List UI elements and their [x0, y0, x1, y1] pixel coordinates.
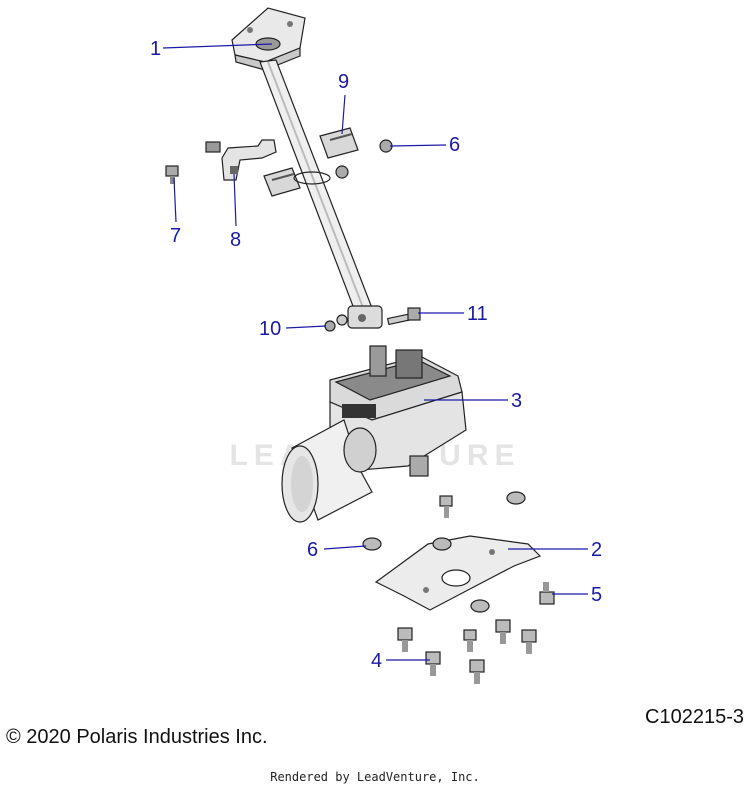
leader-10	[285, 325, 327, 329]
rendered-by-text: Rendered by LeadVenture, Inc.	[270, 770, 480, 784]
leader-6b	[323, 545, 367, 550]
callout-4: 4	[371, 650, 382, 672]
part-bolt-4-set	[397, 619, 537, 684]
part-nut	[324, 314, 348, 332]
leader-7	[173, 177, 177, 223]
part-bolt-11	[386, 307, 421, 326]
drawing-id: C102215-3	[645, 706, 744, 728]
part-grommet-lower	[263, 167, 301, 197]
part-screw-7	[165, 165, 179, 184]
part-small-bolt	[205, 139, 393, 179]
callout-9: 9	[338, 71, 349, 93]
callout-2: 2	[591, 539, 602, 561]
part-grommet-upper	[319, 127, 359, 159]
callout-11: 11	[467, 303, 488, 325]
callout-7: 7	[170, 225, 181, 247]
callout-10: 10	[259, 318, 281, 340]
callout-6a: 6	[449, 134, 460, 156]
leader-9	[341, 94, 346, 135]
leader-6a	[389, 144, 447, 147]
callout-5: 5	[591, 584, 602, 606]
part-eps-unit	[281, 345, 467, 523]
callout-8: 8	[230, 229, 241, 251]
part-bolt-upper	[439, 495, 453, 518]
part-clamp-band	[293, 171, 331, 185]
callout-6b: 6	[307, 539, 318, 561]
part-bolt-5	[539, 582, 555, 605]
leader-1	[162, 43, 273, 49]
part-mounting-plate	[374, 535, 542, 611]
part-u-joint	[347, 305, 383, 329]
callout-3: 3	[511, 390, 522, 412]
copyright-text: © 2020 Polaris Industries Inc.	[6, 726, 268, 748]
part-shaft-clamp	[221, 139, 277, 181]
part-flange-nut	[362, 491, 526, 613]
leader-8	[233, 173, 237, 227]
part-upper-bracket	[231, 7, 306, 71]
callout-1: 1	[150, 38, 161, 60]
